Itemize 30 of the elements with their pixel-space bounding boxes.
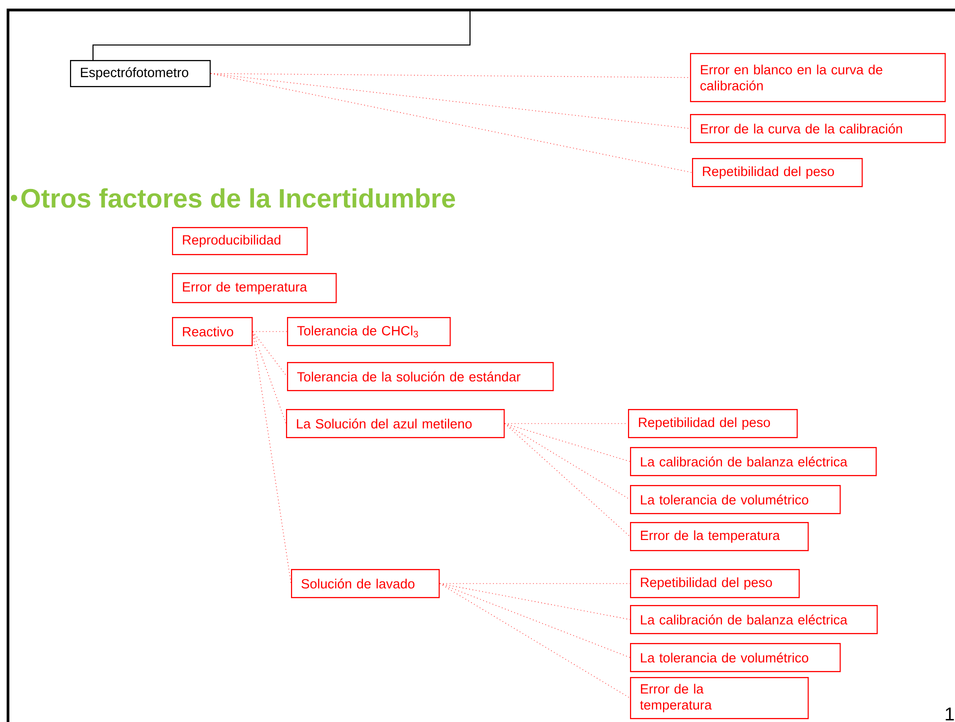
factor-box: Tolerancia de la solución de estándar	[287, 362, 554, 392]
connector-line	[252, 331, 288, 377]
connector-line	[210, 73, 692, 173]
factor-box: Solución de lavado	[291, 569, 440, 598]
title: Otros factores de la Incertidumbre	[21, 188, 456, 208]
factor-box: Error de la curva de la calibración	[690, 114, 946, 144]
factor-box: Error de la temperatura	[630, 522, 809, 552]
connector-line	[504, 423, 628, 424]
factor-box: Error de la temperatura	[630, 677, 809, 720]
factor-box: La tolerancia de volumétrico	[630, 485, 841, 514]
connector-line	[439, 583, 630, 584]
factor-box: La Solución del azul metileno	[286, 409, 505, 438]
factor-box: La calibración de balanza eléctrica	[630, 447, 877, 476]
factor-box: Reproducibilidad	[172, 227, 308, 256]
factor-box: Error de temperatura	[172, 273, 337, 304]
connector-line	[210, 73, 690, 78]
factor-box: La calibración de balanza eléctrica	[630, 605, 878, 634]
factor-box: Repetibilidad del peso	[630, 569, 800, 598]
factor-box: Repetibilidad del peso	[692, 158, 863, 188]
factor-box: Tolerancia de CHCl$_{3}$	[287, 317, 451, 346]
label-box: Espectrófotometro	[70, 60, 211, 88]
connector-line	[504, 423, 630, 537]
connector-line	[252, 331, 292, 584]
factor-box: La tolerancia de volumétrico	[630, 643, 841, 672]
page-number: 1	[946, 708, 954, 720]
factor-box: Repetibilidad del peso	[628, 409, 798, 438]
factor-box: Reactivo	[172, 317, 253, 346]
connector-line	[252, 331, 288, 332]
factor-box: Error en blanco en la curva de calibración	[690, 53, 946, 102]
connector-line	[439, 583, 630, 698]
